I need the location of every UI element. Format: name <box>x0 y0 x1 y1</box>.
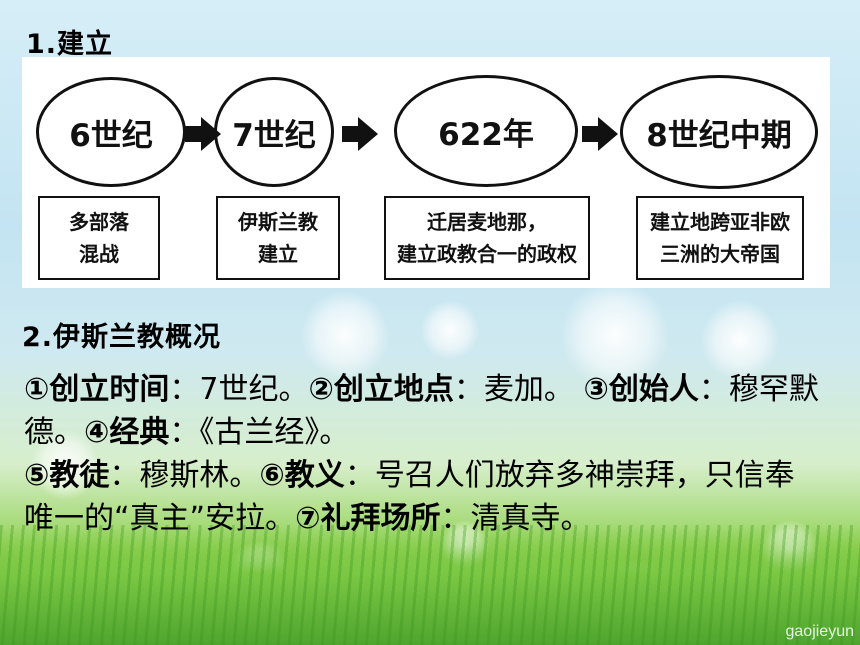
item-sep: ： <box>169 372 200 407</box>
item-value: 穆罕默德。 <box>24 372 819 450</box>
timeline-desc-2: 伊斯兰教 建立 <box>216 196 340 280</box>
item-label: ⑥教义 <box>259 458 345 493</box>
section-title-overview: 2.伊斯兰教概况 <box>22 322 222 353</box>
desc-line: 建立 <box>258 242 298 266</box>
item-sep: ： <box>440 501 471 536</box>
section-title-founding: 1.建立 <box>26 29 114 60</box>
desc-line: 伊斯兰教 <box>238 210 318 234</box>
item-label: ①创立时间 <box>24 372 170 407</box>
timeline-era-2: 7世纪 <box>214 77 334 187</box>
item-value: 清真寺。 <box>470 501 591 536</box>
timeline-desc-4: 建立地跨亚非欧 三洲的大帝国 <box>636 196 804 280</box>
desc-line: 混战 <box>79 242 119 266</box>
item-label: ②创立地点 <box>308 372 454 407</box>
item-label: ③创始人 <box>583 372 699 407</box>
item-sep: ： <box>169 415 200 450</box>
item-value: 麦加。 <box>483 372 574 407</box>
item-sep: ： <box>453 372 484 407</box>
item-label: ⑦礼拜场所 <box>295 501 441 536</box>
timeline-desc-1: 多部落 混战 <box>38 196 160 280</box>
item-value: 《古兰经》。 <box>199 415 350 450</box>
desc-line: 三洲的大帝国 <box>660 242 780 266</box>
desc-line: 多部落 <box>69 210 129 234</box>
item-value: 7世纪。 <box>199 372 309 407</box>
timeline-panel: 6世纪 7世纪 622年 8世纪中期 多部落 混战 伊斯兰教 建立 迁居麦地那，… <box>22 57 830 288</box>
item-value: 号召人们放弃多神崇拜，只信奉唯一的“真主”安拉。 <box>24 458 795 536</box>
timeline-era-1: 6世纪 <box>36 77 186 187</box>
timeline-desc-3: 迁居麦地那， 建立政教合一的政权 <box>384 196 590 280</box>
overview-paragraph: ①创立时间：7世纪。②创立地点：麦加。 ③创始人：穆罕默德。④经典：《古兰经》。… <box>24 368 824 540</box>
desc-line: 迁居麦地那， <box>427 210 547 234</box>
item-sep: ： <box>344 458 375 493</box>
item-sep: ： <box>109 458 140 493</box>
item-value: 穆斯林。 <box>139 458 260 493</box>
timeline-era-4: 8世纪中期 <box>620 75 818 189</box>
item-sep: ： <box>698 372 729 407</box>
item-label: ④经典 <box>84 415 170 450</box>
timeline-era-3: 622年 <box>394 75 578 187</box>
watermark: gaojieyun <box>785 623 855 640</box>
item-label: ⑤教徒 <box>24 458 110 493</box>
desc-line: 建立地跨亚非欧 <box>650 210 790 234</box>
desc-line: 建立政教合一的政权 <box>397 242 577 266</box>
